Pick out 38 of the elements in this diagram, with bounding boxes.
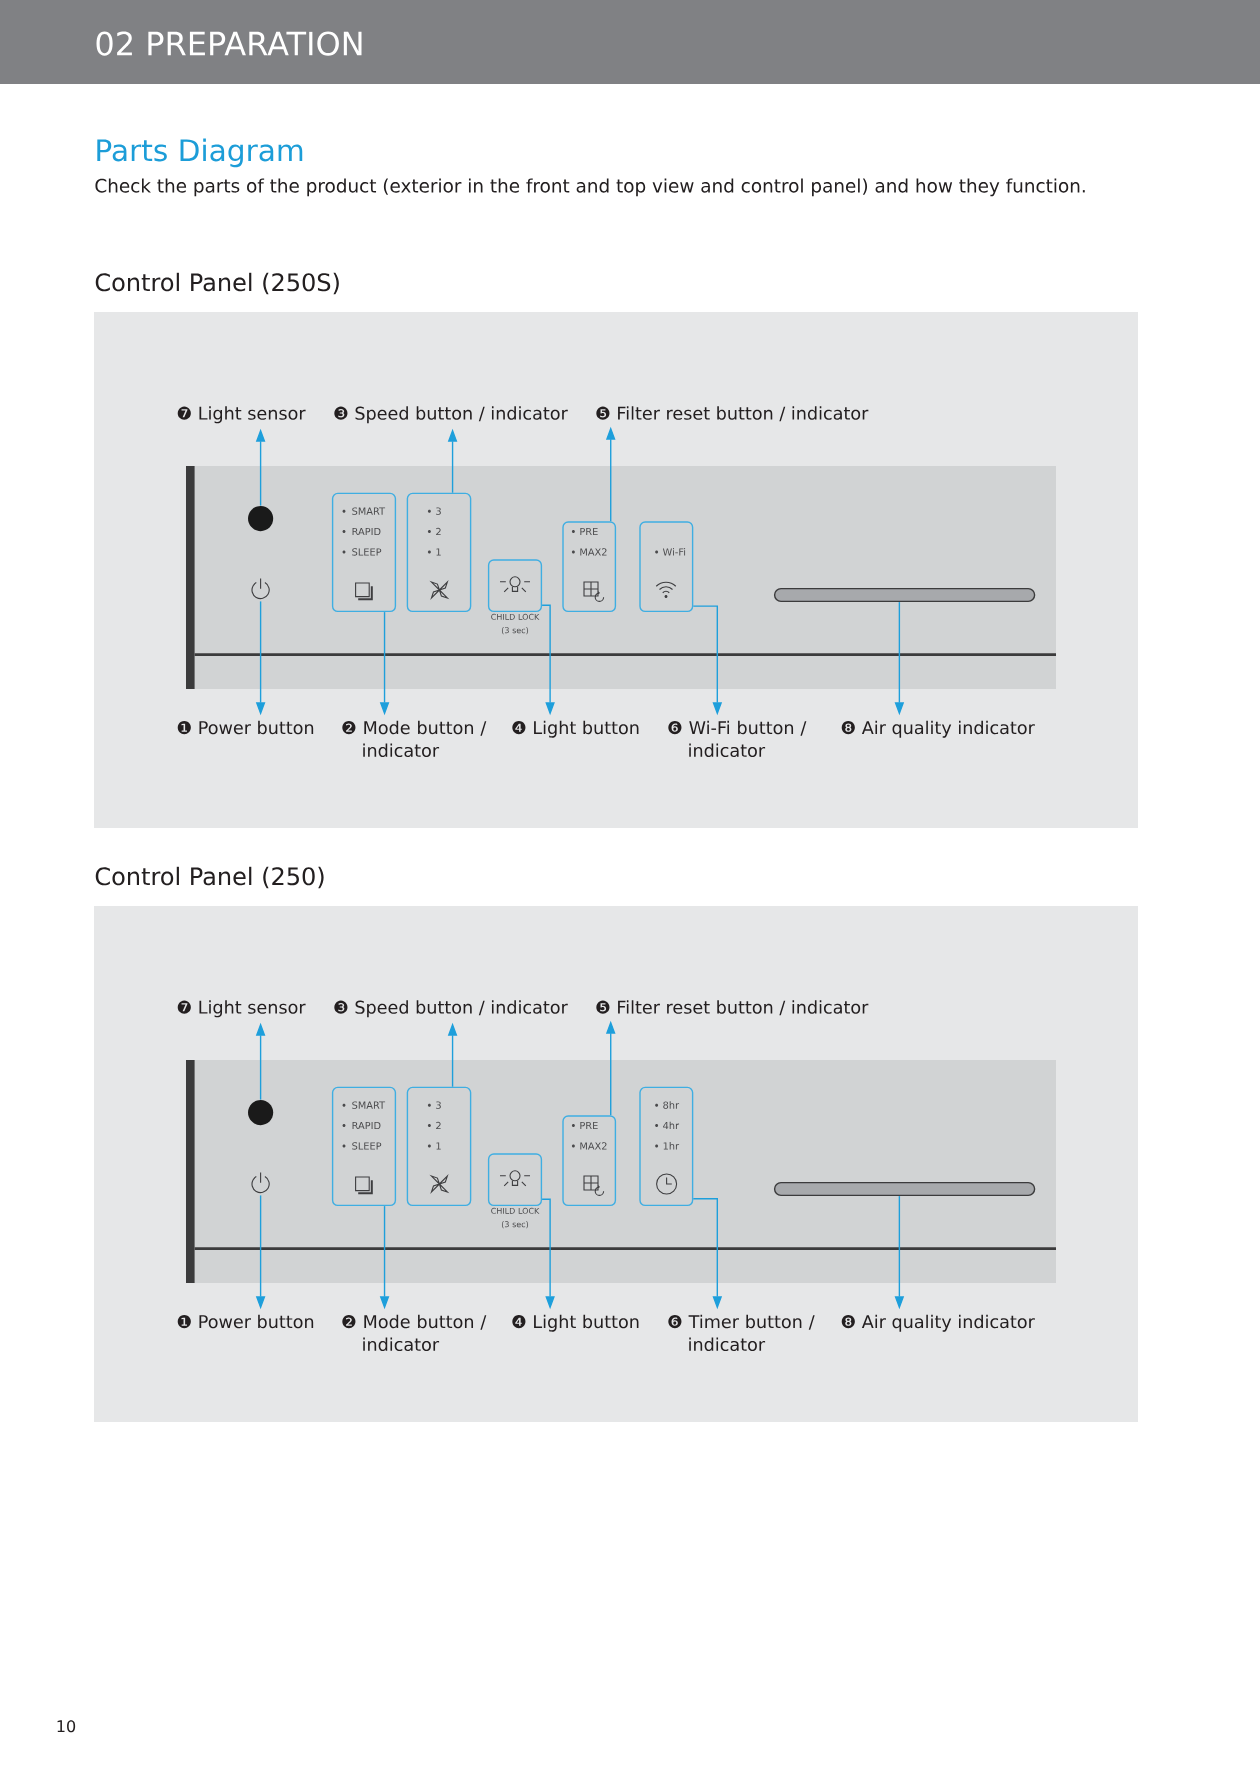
sensor-dot	[248, 1100, 274, 1126]
callout-label: ❼ Light sensor	[177, 406, 306, 424]
speed-button	[406, 1086, 472, 1207]
section-heading: Control Panel (250)	[95, 866, 324, 889]
page-title: Parts Diagram	[97, 138, 303, 168]
callout-label: ❼ Light sensor	[177, 1000, 306, 1018]
filter-button	[562, 1115, 617, 1207]
callout-label: ❶ Power button	[177, 1314, 314, 1329]
callout-label: ❶ Power button	[177, 720, 314, 735]
callout-label: ❸ Speed button / indicator	[334, 1000, 568, 1018]
description-text: Check the parts of the product (exterior in the front and top view and control panel) and how they function.	[95, 178, 1085, 197]
power-icon	[251, 1171, 270, 1194]
filter-button	[562, 521, 617, 613]
indicator-bar	[773, 1181, 1036, 1197]
timer-button	[639, 1086, 694, 1207]
control-panel	[186, 466, 1056, 689]
wifi-button	[639, 521, 694, 613]
mode-button	[331, 492, 397, 613]
callout-label: ❸ Speed button / indicator	[334, 406, 568, 424]
callout-label: ❷ Mode button / indicator	[342, 720, 487, 758]
power-icon	[251, 577, 270, 600]
control-panel	[186, 1060, 1056, 1283]
callout-label: ❺ Filter reset button / indicator	[596, 406, 869, 422]
callout-label: ❻ Timer button / indicator	[668, 1314, 815, 1352]
callout-label: ❽ Air quality indicator	[841, 720, 1035, 738]
callout-label: ❷ Mode button / indicator	[342, 1314, 487, 1352]
indicator-bar	[773, 587, 1036, 603]
callout-label: ❹ Light button	[512, 1314, 639, 1332]
header-bar: 02 PREPARATION	[0, 0, 1260, 84]
speed-button	[406, 492, 472, 613]
callout-label: ❽ Air quality indicator	[841, 1314, 1035, 1332]
mode-button	[331, 1086, 397, 1207]
page-number: 10	[57, 1720, 76, 1733]
sensor-dot	[248, 506, 274, 532]
callout-label: ❻ Wi-Fi button / indicator	[668, 720, 807, 758]
section-heading: Control Panel (250S)	[95, 272, 339, 295]
callout-label: ❹ Light button	[512, 720, 639, 738]
callout-label: ❺ Filter reset button / indicator	[596, 1000, 869, 1016]
